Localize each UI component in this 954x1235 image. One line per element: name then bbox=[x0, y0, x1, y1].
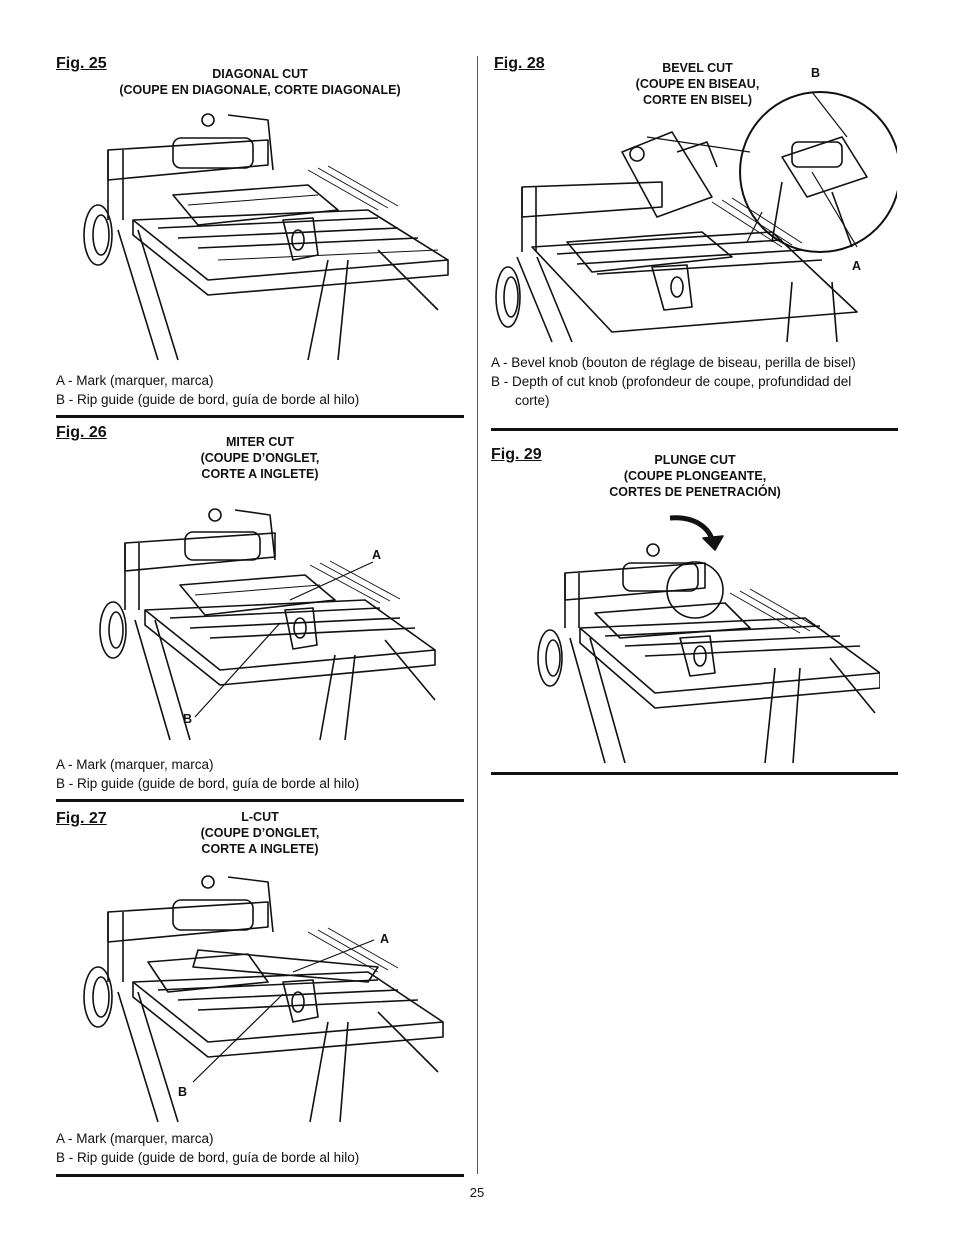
fig25-title-line-1: DIAGONAL CUT bbox=[212, 67, 308, 81]
fig29-title-line-1: PLUNGE CUT bbox=[654, 453, 736, 467]
fig27-title-line-1: L-CUT bbox=[241, 810, 279, 824]
fig27-tile-saw-illustration bbox=[78, 872, 448, 1127]
fig27-label: Fig. 27 bbox=[56, 810, 107, 827]
fig26-title: MITER CUT (COUPE D’ONGLET, CORTE A INGLE… bbox=[110, 434, 410, 482]
fig27-caption-b: B - Rip guide (guide de bord, guía de bo… bbox=[56, 1150, 360, 1165]
fig26-callout-a: A bbox=[372, 548, 382, 562]
fig26-caption-b: B - Rip guide (guide de bord, guía de bo… bbox=[56, 776, 360, 791]
fig29-title-line-2: (COUPE PLONGEANTE, bbox=[623, 469, 767, 483]
fig26-tile-saw-illustration bbox=[95, 505, 440, 743]
fig28-label: Fig. 28 bbox=[494, 55, 545, 72]
fig28-title-line-1: BEVEL CUT bbox=[662, 61, 733, 75]
fig28-caption-a: A - Bevel knob (bouton de réglage de bis… bbox=[491, 355, 856, 370]
fig27-captions: A - Mark (marquer, marca) B - Rip guide … bbox=[56, 1129, 359, 1167]
fig28-tile-saw-illustration bbox=[492, 82, 897, 344]
fig27-caption-a: A - Mark (marquer, marca) bbox=[56, 1131, 214, 1146]
fig25-caption-a: A - Mark (marquer, marca) bbox=[56, 373, 214, 388]
fig28-captions: A - Bevel knob (bouton de réglage de bis… bbox=[491, 353, 871, 410]
fig27-divider bbox=[56, 1174, 464, 1177]
fig25-tile-saw-illustration bbox=[78, 110, 458, 365]
fig26-callout-b: B bbox=[183, 712, 193, 726]
fig26-caption-a: A - Mark (marquer, marca) bbox=[56, 757, 214, 772]
fig29-tile-saw-illustration bbox=[535, 508, 880, 766]
fig29-label: Fig. 29 bbox=[491, 446, 542, 463]
fig28-divider bbox=[491, 428, 898, 431]
fig25-title: DIAGONAL CUT (COUPE EN DIAGONALE, CORTE … bbox=[110, 66, 410, 98]
fig29-divider bbox=[491, 772, 898, 775]
fig25-captions: A - Mark (marquer, marca) B - Rip guide … bbox=[56, 371, 359, 409]
fig28-title-line-2: (COUPE EN BISEAU, bbox=[635, 77, 760, 91]
fig29-title: PLUNGE CUT (COUPE PLONGEANTE, CORTES DE … bbox=[580, 452, 810, 500]
fig27-callout-b: B bbox=[178, 1085, 188, 1099]
fig25-label: Fig. 25 bbox=[56, 55, 107, 72]
fig27-title-line-2: (COUPE D’ONGLET, bbox=[200, 826, 320, 840]
fig27-callout-a: A bbox=[380, 932, 390, 946]
fig28-caption-b-continued: corte) bbox=[515, 393, 550, 408]
fig29-title-line-3: CORTES DE PENETRACIÓN) bbox=[609, 485, 781, 499]
fig26-title-line-3: CORTE A INGLETE) bbox=[201, 467, 319, 481]
fig26-title-line-1: MITER CUT bbox=[225, 435, 295, 449]
fig25-title-line-2: (COUPE EN DIAGONALE, CORTE DIAGONALE) bbox=[119, 83, 401, 97]
fig25-divider bbox=[56, 415, 464, 418]
fig25-caption-b: B - Rip guide (guide de bord, guía de bo… bbox=[56, 392, 360, 407]
fig28-callout-a: A bbox=[852, 259, 862, 273]
fig26-title-line-2: (COUPE D’ONGLET, bbox=[200, 451, 320, 465]
fig28-caption-b: B - Depth of cut knob (profondeur de cou… bbox=[491, 374, 852, 389]
fig28-title: BEVEL CUT (COUPE EN BISEAU, CORTE EN BIS… bbox=[620, 60, 775, 108]
column-divider bbox=[477, 56, 478, 1174]
fig26-divider bbox=[56, 799, 464, 802]
fig28-title-line-3: CORTE EN BISEL) bbox=[642, 93, 753, 107]
fig28-callout-b: B bbox=[811, 66, 821, 80]
page-number: 25 bbox=[469, 1185, 485, 1200]
fig27-title-line-3: CORTE A INGLETE) bbox=[201, 842, 319, 856]
fig26-label: Fig. 26 bbox=[56, 424, 107, 441]
fig27-title: L-CUT (COUPE D’ONGLET, CORTE A INGLETE) bbox=[110, 809, 410, 857]
fig26-captions: A - Mark (marquer, marca) B - Rip guide … bbox=[56, 755, 359, 793]
